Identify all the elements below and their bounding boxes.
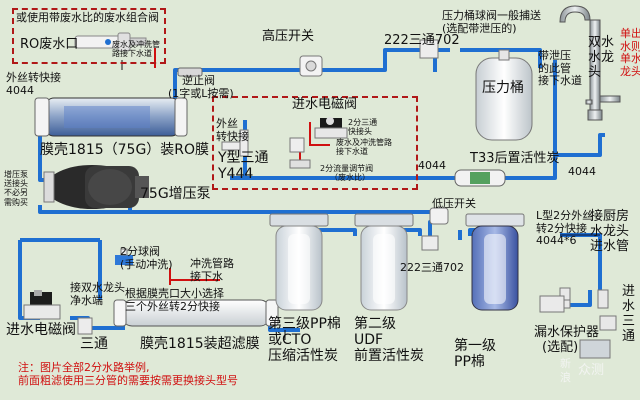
connect-tap-label: 接双水龙头 净水端 bbox=[70, 281, 125, 307]
relief-pipe-label: 带泄压 的此管 接下水道 bbox=[538, 49, 582, 88]
pressure-tank-graphic bbox=[475, 49, 533, 141]
t33-carbon-label: T33后置活性炭 bbox=[470, 151, 560, 166]
inlet-solenoid-box bbox=[212, 96, 418, 190]
check-valve-label: 逆止阀 (1字或L按需) bbox=[168, 74, 234, 100]
tee-222-bottom-label: 222三通702 bbox=[400, 261, 464, 274]
ro-waste-port-label: RO废水口 bbox=[20, 37, 79, 52]
filter-housing-stage2 bbox=[354, 213, 414, 311]
low-pressure-switch-label: 低压开关 bbox=[432, 197, 476, 210]
inlet-solenoid-top-graphic bbox=[289, 117, 348, 169]
filter-housing-stage1 bbox=[465, 213, 525, 311]
booster-pump-graphic bbox=[43, 165, 149, 209]
leak-protector-graphic bbox=[539, 295, 611, 359]
outer-turn-label: 外丝 转快接 bbox=[216, 117, 249, 143]
flush-pipe-label: 冲洗管路 接下水 bbox=[190, 257, 234, 283]
leak-protector-label: 漏水保护器 (选配) bbox=[534, 325, 600, 355]
pressure-tank-note: 压力桶球阀一般捕送 (选配带泄压的) bbox=[442, 9, 541, 35]
waste-pipe-mid-label: 废水及冲洗管路 接下水道 bbox=[336, 138, 392, 157]
faucet-graphic bbox=[559, 5, 621, 121]
tee-bottom-graphic bbox=[77, 317, 93, 335]
stage2-label: 第二级 UDF 前置活性炭 bbox=[354, 316, 424, 365]
t33-carbon-graphic bbox=[454, 169, 506, 187]
kitchen-tap-label: 接厨房 水龙头 进水管 bbox=[590, 209, 630, 254]
y-tee-graphic bbox=[221, 129, 249, 157]
fitting-4044-right-label: 4044 bbox=[568, 165, 596, 178]
inlet-tee-label: 进 水 三 通 bbox=[622, 284, 636, 344]
ro-membrane-housing-graphic bbox=[34, 97, 188, 137]
watermark: 新 浪 众测 bbox=[560, 357, 605, 384]
l-fitting-label: L型2分外丝 转2分快接 4044*6 bbox=[536, 209, 594, 248]
inlet-solenoid-top-label: 进水电磁阀 bbox=[292, 97, 358, 112]
membrane-note-label: 根据膜壳口大小选择 三个外丝转2分快接 bbox=[125, 287, 224, 313]
top-note-label: 或使用带废水比的废水组合阀 bbox=[16, 11, 159, 24]
y-tee-label: Y型三通 Y444 bbox=[218, 150, 269, 183]
stage1-label: 第一级 PP棉 bbox=[454, 338, 496, 371]
check-valve-graphic bbox=[177, 67, 203, 77]
double-tap-label: 双水 水龙 头 bbox=[588, 35, 615, 80]
filter-housing-stage3 bbox=[269, 213, 329, 311]
pressure-tank-label: 压力桶 bbox=[482, 80, 524, 96]
high-pressure-switch-label: 高压开关 bbox=[262, 29, 315, 44]
ball-valve-label: 2分球阀 (手动冲洗) bbox=[120, 245, 173, 271]
low-pressure-switch-graphic bbox=[429, 207, 449, 225]
tee-222-top-label: 222三通702 bbox=[384, 33, 460, 48]
uf-membrane-graphic bbox=[113, 299, 279, 327]
tee-222-top-graphic bbox=[419, 39, 439, 59]
high-pressure-switch-graphic bbox=[299, 55, 323, 77]
tee-222-bottom-graphic bbox=[421, 235, 439, 251]
ro-waste-valve-graphic bbox=[74, 32, 147, 52]
uf-membrane-label: 膜壳1815装超滤膜 bbox=[140, 336, 260, 352]
inlet-solenoid-bottom-graphic bbox=[23, 290, 61, 320]
stage3-label: 第三级PP棉 或CTO 压缩活性炭 bbox=[268, 316, 341, 365]
inlet-solenoid-bottom-label: 进水电磁阀 bbox=[6, 322, 76, 338]
bottom-note: 注：图片全部2分水路举例, 前面粗滤使用三分管的需要按需更换接头型号 bbox=[18, 361, 238, 387]
fitting-4044-left-label: 4044 bbox=[418, 159, 446, 172]
two-point-tee-label: 2分三通 快接头 bbox=[348, 118, 378, 137]
waste-combo-box bbox=[12, 8, 166, 64]
ro-membrane-label: 膜壳1815（75G）装RO膜 bbox=[40, 142, 210, 158]
pump-note-label: 增压泵 送接头 不必另 需购买 bbox=[4, 170, 28, 207]
waste-pipe-top-label: 废水及冲洗管路接下水道 bbox=[112, 40, 160, 59]
booster-pump-label: 75G增压泵 bbox=[140, 186, 211, 202]
flow-valve-label: 2分流量调节阀 （废水比） bbox=[320, 164, 374, 183]
tee-bottom-label: 三通 bbox=[80, 336, 108, 352]
outer-thread-top-label: 外丝转快接 4044 bbox=[6, 71, 61, 97]
ball-valve-graphic bbox=[115, 248, 133, 265]
single-outlet-label: 单出 水则 单水 龙头 bbox=[620, 27, 640, 78]
